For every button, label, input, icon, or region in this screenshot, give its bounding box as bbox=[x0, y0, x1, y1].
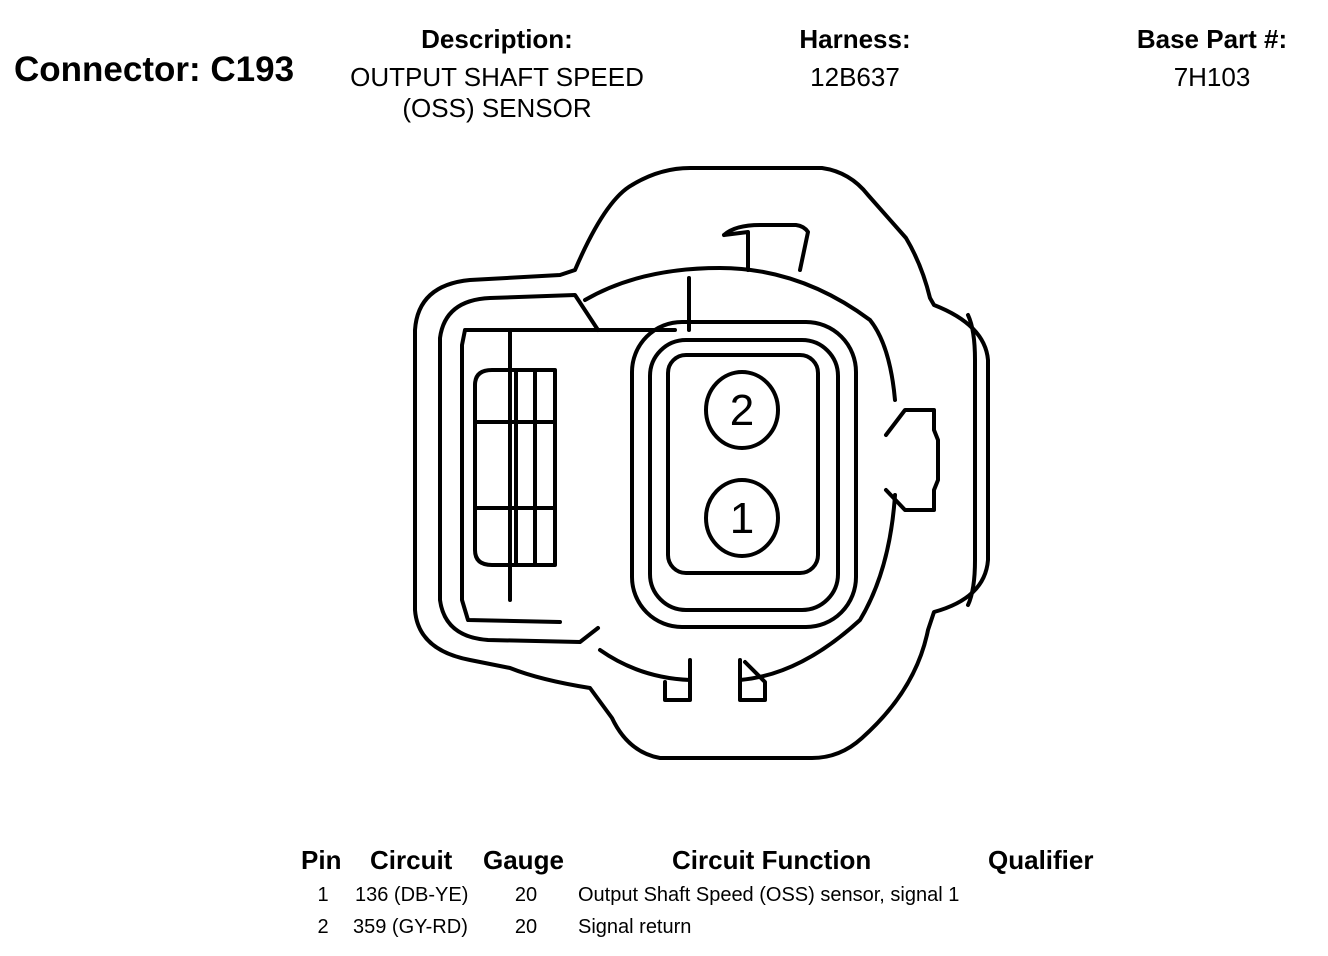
cavity-frame-outer bbox=[630, 320, 858, 629]
top-key bbox=[722, 223, 810, 272]
table-header-function: Circuit Function bbox=[672, 845, 872, 875]
table-row-1-pin: 1 bbox=[317, 884, 329, 906]
cavity-ring bbox=[583, 266, 897, 682]
table-row-2-function: Signal return bbox=[578, 916, 692, 938]
harness-label: Harness: bbox=[799, 24, 911, 54]
table-header-circuit: Circuit bbox=[370, 845, 453, 875]
housing-inner-contour bbox=[438, 293, 600, 644]
pin-1-label: 1 bbox=[730, 494, 754, 543]
cavity-frame-inner bbox=[648, 338, 840, 612]
description-line-1: OUTPUT SHAFT SPEED bbox=[350, 62, 644, 92]
latch-ribs bbox=[473, 368, 557, 567]
description-label: Description: bbox=[421, 24, 573, 54]
pin-2-label: 2 bbox=[730, 386, 754, 435]
table-row-2-circuit: 359 (GY-RD) bbox=[353, 916, 468, 938]
latch-block bbox=[460, 328, 677, 624]
pin-2-circle bbox=[704, 370, 780, 450]
table-row-1-function: Output Shaft Speed (OSS) sensor, signal … bbox=[578, 884, 960, 906]
table-header-gauge: Gauge bbox=[483, 845, 564, 875]
bottom-key bbox=[663, 658, 767, 702]
table-row-2-gauge: 20 bbox=[514, 916, 538, 938]
table-row-1-gauge: 20 bbox=[514, 884, 538, 906]
housing-outline bbox=[413, 166, 990, 760]
base-part-value: 7H103 bbox=[1173, 62, 1251, 92]
harness-value: 12B637 bbox=[810, 62, 900, 92]
cavity-terminal-area bbox=[666, 353, 820, 575]
table-header-qualifier: Qualifier bbox=[988, 845, 1094, 875]
table-header-pin: Pin bbox=[301, 845, 342, 875]
description-line-2: (OSS) SENSOR bbox=[402, 93, 592, 123]
base-part-label: Base Part #: bbox=[1136, 24, 1288, 54]
table-row-1-circuit: 136 (DB-YE) bbox=[355, 884, 469, 906]
pin-1-circle bbox=[704, 478, 780, 558]
connector-title: Connector: C193 bbox=[14, 50, 295, 89]
table-row-2-pin: 2 bbox=[317, 916, 329, 938]
right-key bbox=[884, 408, 940, 512]
